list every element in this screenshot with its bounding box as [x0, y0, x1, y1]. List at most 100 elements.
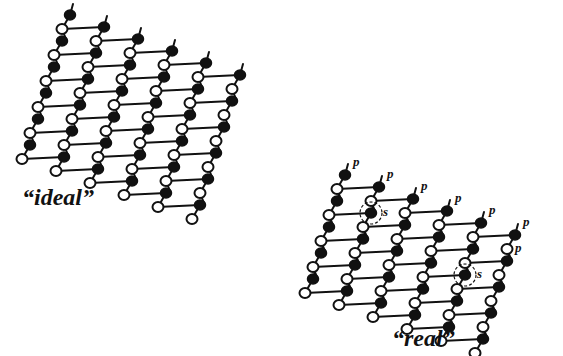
open-atom [470, 348, 481, 356]
open-atom [342, 274, 353, 284]
filled-atom [127, 176, 138, 186]
open-atom [75, 88, 86, 98]
open-atom [384, 260, 395, 270]
open-atom [67, 114, 78, 124]
filled-atom [167, 46, 178, 56]
orbital-label: s [383, 205, 388, 218]
filled-atom [135, 150, 146, 160]
filled-atom [67, 126, 78, 136]
open-atom [91, 36, 102, 46]
open-atom [300, 288, 311, 298]
open-atom [494, 270, 505, 280]
open-atom [177, 124, 188, 134]
filled-atom [201, 58, 212, 68]
orbital-label: p [387, 167, 394, 180]
open-atom [219, 110, 230, 120]
open-atom [33, 102, 44, 112]
filled-atom [125, 60, 136, 70]
open-atom [366, 196, 377, 206]
open-atom [203, 162, 214, 172]
filled-atom [442, 206, 453, 216]
open-atom [324, 210, 335, 220]
filled-atom [342, 286, 353, 296]
orbital-label: p [421, 179, 428, 192]
figure-caption: “ideal” [22, 185, 94, 209]
open-atom [193, 72, 204, 82]
filled-atom [332, 196, 343, 206]
filled-atom [49, 62, 60, 72]
open-atom [117, 74, 128, 84]
filled-atom [25, 140, 36, 150]
open-atom [444, 310, 455, 320]
filled-atom [400, 220, 411, 230]
open-atom [426, 246, 437, 256]
open-atom [49, 50, 60, 60]
open-atom [478, 322, 489, 332]
filled-atom [193, 84, 204, 94]
open-atom [93, 152, 104, 162]
filled-atom [308, 274, 319, 284]
open-atom [368, 312, 379, 322]
open-atom [185, 98, 196, 108]
open-atom [41, 76, 52, 86]
open-atom [25, 128, 36, 138]
filled-atom [59, 152, 70, 162]
filled-atom [41, 88, 52, 98]
filled-atom [235, 70, 246, 80]
open-atom [109, 100, 120, 110]
open-atom [57, 24, 68, 34]
filled-atom [502, 256, 513, 266]
filled-atom [195, 200, 206, 210]
filled-atom [392, 246, 403, 256]
filled-atom [227, 96, 238, 106]
filled-atom [93, 164, 104, 174]
filled-atom [143, 124, 154, 134]
filled-atom [510, 230, 521, 240]
open-atom [135, 138, 146, 148]
filled-atom [219, 122, 230, 132]
open-atom [127, 164, 138, 174]
filled-atom [426, 258, 437, 268]
filled-atom [133, 34, 144, 44]
orbital-label: p [489, 203, 496, 216]
figure-caption: “real” [392, 326, 455, 350]
open-atom [161, 176, 172, 186]
open-atom [211, 136, 222, 146]
filled-atom [410, 310, 421, 320]
dashed-defect-ring [454, 264, 476, 286]
open-atom [460, 258, 471, 268]
filled-atom [340, 170, 351, 180]
open-atom [434, 220, 445, 230]
open-atom [486, 296, 497, 306]
open-atom [17, 154, 28, 164]
filled-atom [65, 10, 76, 20]
filled-atom [57, 36, 68, 46]
filled-atom [358, 234, 369, 244]
open-atom [334, 300, 345, 310]
filled-atom [324, 222, 335, 232]
open-atom [83, 62, 94, 72]
filled-atom [478, 334, 489, 344]
open-atom [159, 60, 170, 70]
filled-atom [169, 162, 180, 172]
open-atom [195, 188, 206, 198]
open-atom [59, 140, 70, 150]
open-atom [101, 126, 112, 136]
orbital-label: p [353, 155, 360, 168]
filled-atom [418, 284, 429, 294]
open-atom [468, 232, 479, 242]
filled-atom [161, 188, 172, 198]
filled-atom [452, 296, 463, 306]
filled-atom [486, 308, 497, 318]
open-atom [502, 244, 513, 254]
filled-atom [350, 260, 361, 270]
filled-atom [408, 194, 419, 204]
filled-atom [91, 48, 102, 58]
open-atom [376, 286, 387, 296]
open-atom [169, 150, 180, 160]
open-atom [187, 214, 198, 224]
filled-atom [476, 218, 487, 228]
filled-atom [117, 86, 128, 96]
open-atom [410, 298, 421, 308]
